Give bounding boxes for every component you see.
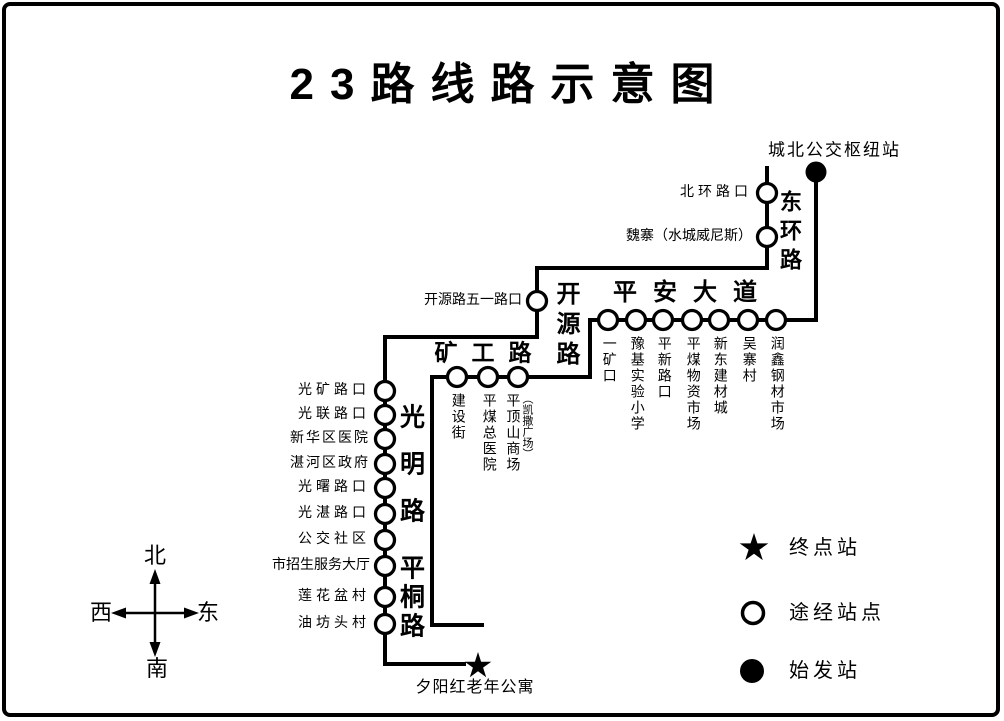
station-circle: [525, 289, 549, 313]
station-label: 光联路口: [298, 407, 370, 422]
station-circle: [476, 365, 500, 389]
station-circle: [373, 379, 397, 403]
station-circle: [764, 308, 788, 332]
station-circle: [373, 528, 397, 552]
station-label: 平煤总医院: [480, 393, 496, 473]
station-label: 魏寨（水城威尼斯）: [626, 229, 752, 244]
origin-station-label: 城北公交枢纽站: [768, 140, 901, 160]
route-line-terminal-branch: [383, 166, 769, 666]
station-circle: [680, 308, 704, 332]
road-label: 东环路: [777, 190, 802, 277]
station-label: 新华区医院: [290, 431, 370, 446]
station-circle: [624, 308, 648, 332]
station-circle: [373, 403, 397, 427]
road-label: 平安大道: [613, 279, 773, 306]
station-label: 开源路五一路口: [424, 293, 522, 308]
legend-star-icon: [739, 533, 769, 561]
station-label: 油坊头村: [298, 616, 370, 631]
station-circle: [373, 554, 397, 578]
road-label: 光明路: [396, 403, 425, 545]
route-line-origin-branch: [430, 172, 818, 627]
station-circle: [373, 585, 397, 609]
station-label: 平新路口: [655, 336, 671, 400]
station-circle: [596, 308, 620, 332]
terminal-station-label: 夕阳红老年公寓: [415, 679, 535, 696]
station-label: 建设街: [449, 393, 465, 441]
station-label: 平顶山商场（凯撒广场）: [504, 393, 533, 473]
station-label: 湛河区政府: [290, 456, 370, 471]
compass-rose-icon: [111, 569, 199, 657]
compass-north-label: 北: [143, 543, 167, 568]
page-title: 23路线路示意图: [289, 60, 731, 109]
compass-south-label: 南: [145, 656, 169, 681]
station-circle: [651, 308, 675, 332]
road-label: 平桐路: [396, 554, 425, 642]
station-circle: [373, 452, 397, 476]
origin-station-dot: [805, 161, 827, 183]
compass-west-label: 西: [89, 600, 113, 625]
station-circle: [707, 308, 731, 332]
compass-east-label: 东: [196, 600, 220, 625]
station-label: 豫基实验小学: [628, 336, 644, 432]
station-label: 新东建材城: [711, 336, 727, 416]
station-label: 光矿路口: [298, 383, 370, 398]
station-circle: [373, 427, 397, 451]
station-circle: [506, 365, 530, 389]
legend-open-circle-icon: [740, 600, 766, 626]
station-label: 吴寨村: [740, 336, 756, 384]
station-label: 一矿口: [600, 336, 616, 384]
terminal-star-icon: [464, 652, 492, 678]
legend-origin-label: 始发站: [789, 660, 861, 682]
station-label: 北环路口: [680, 185, 752, 200]
station-label: 莲花盆村: [298, 589, 370, 604]
station-label: 光湛路口: [298, 506, 370, 521]
station-circle: [373, 612, 397, 636]
station-label: 平煤物资市场: [684, 336, 700, 432]
station-circle: [445, 365, 469, 389]
station-label: 光曙路口: [298, 480, 370, 495]
station-circle: [373, 476, 397, 500]
legend-waypoint-label: 途经站点: [789, 602, 885, 624]
road-label: 矿工路: [434, 339, 546, 366]
station-circle: [373, 502, 397, 526]
station-label: 润鑫钢材市场: [768, 336, 784, 432]
road-label: 开源路: [552, 281, 579, 371]
station-circle: [736, 308, 760, 332]
legend-filled-circle-icon: [740, 659, 764, 683]
legend-terminal-label: 终点站: [789, 537, 861, 559]
station-circle: [755, 181, 779, 205]
station-circle: [755, 225, 779, 249]
station-label: 市招生服务大厅: [272, 558, 370, 573]
station-label: 公交社区: [298, 532, 370, 547]
